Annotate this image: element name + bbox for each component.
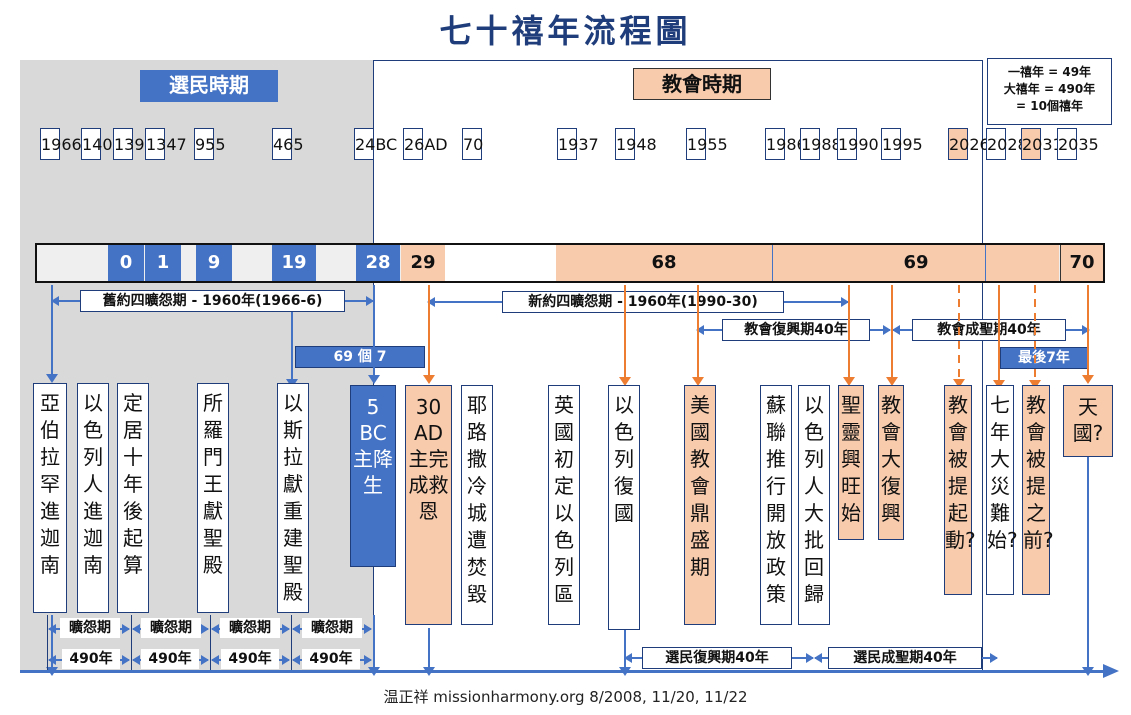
- interval-tick: [210, 615, 211, 670]
- event-box: 以色列復國: [608, 385, 640, 630]
- interval-tick: [291, 615, 292, 670]
- timeline-arrow: [286, 312, 298, 388]
- segment-1: 1: [145, 245, 181, 281]
- event-box: 所羅門王獻聖殿: [197, 383, 229, 613]
- year-marker: 1937: [557, 128, 599, 160]
- year-marker: 2026: [948, 128, 990, 160]
- wilderness-label: 曠怨期: [220, 618, 280, 638]
- year-marker: 1347: [145, 128, 187, 160]
- timeline-arrow: [953, 285, 965, 388]
- year-marker: 1988: [800, 128, 842, 160]
- last-seven-label: 最後7年: [1000, 347, 1088, 369]
- timeline-arrow: [368, 615, 380, 676]
- timeline-arrow: [993, 285, 1005, 389]
- timeline-arrow: [46, 285, 58, 383]
- year-marker: 2028: [986, 128, 1028, 160]
- year-marker: 24BC: [354, 128, 397, 160]
- event-box: 定居十年後起算: [117, 383, 149, 613]
- year-marker: 955: [194, 128, 226, 160]
- year-marker: 1955: [686, 128, 728, 160]
- event-box: 亞伯拉罕進迦南: [33, 383, 67, 613]
- years490-label: 490年: [141, 649, 199, 669]
- old-wilderness-label: 舊約四曠怨期 - 1960年(1966-6): [80, 290, 345, 312]
- segment-0: 0: [108, 245, 144, 281]
- legend-line: 一禧年 = 49年: [1007, 65, 1092, 79]
- segment-29: 29: [401, 245, 445, 281]
- segment-divider: [985, 245, 986, 281]
- years490-label: 490年: [62, 649, 120, 669]
- timeline-arrow: [423, 285, 435, 384]
- segment-28: 28: [356, 245, 400, 281]
- timeline-arrow: [619, 628, 631, 676]
- timeline-arrow: [619, 285, 631, 386]
- wilderness-label: 曠怨期: [141, 618, 201, 638]
- wilderness-label: 曠怨期: [60, 618, 120, 638]
- timeline-arrow: [423, 628, 435, 676]
- year-marker: 1995: [881, 128, 923, 160]
- segment-70: 70: [1060, 245, 1103, 281]
- event-box: 30 AD 主完成救恩: [405, 385, 452, 625]
- church-revival-label: 教會復興期40年: [722, 319, 870, 341]
- timeline-arrow: [886, 285, 898, 386]
- event-box: 以色列人進迦南: [77, 383, 109, 613]
- israel-sanctify-label: 選民成聖期40年: [828, 647, 982, 669]
- year-marker: 465: [272, 128, 304, 160]
- legend-line: = 10個禧年: [1016, 99, 1083, 113]
- segment-19: 19: [272, 245, 316, 281]
- segment-divider: [772, 245, 773, 281]
- event-box: 教會大復興: [878, 385, 904, 540]
- event-box: 蘇聯推行開放政策: [760, 385, 792, 625]
- timeline-arrow: [1029, 285, 1041, 389]
- segment-69: 69: [773, 245, 1059, 281]
- years490-label: 490年: [302, 649, 360, 669]
- years490-label: 490年: [221, 649, 279, 669]
- timeline-arrow: [692, 285, 704, 386]
- event-box: 教會被提起動?: [944, 385, 976, 595]
- year-marker: 2035: [1057, 128, 1099, 160]
- sixty-nine-sevens-label: 69 個 7: [295, 346, 425, 368]
- year-marker: 1986: [765, 128, 807, 160]
- event-box: 教會被提之前?: [1022, 385, 1054, 595]
- timeline-arrow: [1082, 457, 1094, 676]
- segment-gap: [445, 245, 556, 281]
- year-marker: 1990: [837, 128, 879, 160]
- timeline-arrow: [1082, 285, 1094, 384]
- wilderness-label: 曠怨期: [302, 618, 362, 638]
- year-marker: 26AD: [403, 128, 448, 160]
- timeline-baseline-arrow: [20, 664, 1119, 678]
- event-box: 以斯拉獻重建聖殿: [277, 383, 309, 613]
- segment-68: 68: [556, 245, 772, 281]
- event-box: 七年大災難始?: [986, 385, 1018, 595]
- footer-credit: 温正祥 missionharmony.org 8/2008, 11/20, 11…: [383, 688, 748, 706]
- year-marker: 70: [462, 128, 483, 160]
- timeline-arrow: [843, 285, 855, 386]
- israel-revival-label: 選民復興期40年: [642, 647, 792, 669]
- interval-tick: [47, 615, 48, 670]
- era-label-israel: 選民時期: [140, 70, 278, 102]
- event-box: 耶路撒冷城遭焚毀: [461, 385, 493, 625]
- event-box: 美國教會鼎盛期: [684, 385, 716, 625]
- year-marker: 1406: [81, 128, 123, 160]
- event-box: 以色列人大批回歸: [798, 385, 830, 625]
- event-box: 聖靈興旺始: [838, 385, 864, 540]
- year-marker: 1948: [615, 128, 657, 160]
- segment-9: 9: [196, 245, 232, 281]
- era-label-church: 教會時期: [633, 68, 771, 100]
- church-sanctify-label: 教會成聖期40年: [912, 319, 1066, 341]
- new-wilderness-label: 新約四曠怨期 - 1960年(1990-30): [502, 291, 784, 313]
- legend-line: 大禧年 = 490年: [1003, 82, 1096, 96]
- event-box: 天國?: [1063, 385, 1113, 457]
- year-marker: 1396: [113, 128, 155, 160]
- year-marker: 2031: [1021, 128, 1063, 160]
- page-title: 七十禧年流程圖: [439, 12, 692, 50]
- year-marker: 1966: [40, 128, 82, 160]
- legend-box: 一禧年 = 49年 大禧年 = 490年 = 10個禧年: [987, 58, 1112, 125]
- event-box: 5 BC 主降生: [350, 385, 396, 567]
- event-box: 英國初定以色列區: [548, 385, 580, 625]
- interval-tick: [131, 615, 132, 670]
- timeline-arrow: [368, 285, 380, 384]
